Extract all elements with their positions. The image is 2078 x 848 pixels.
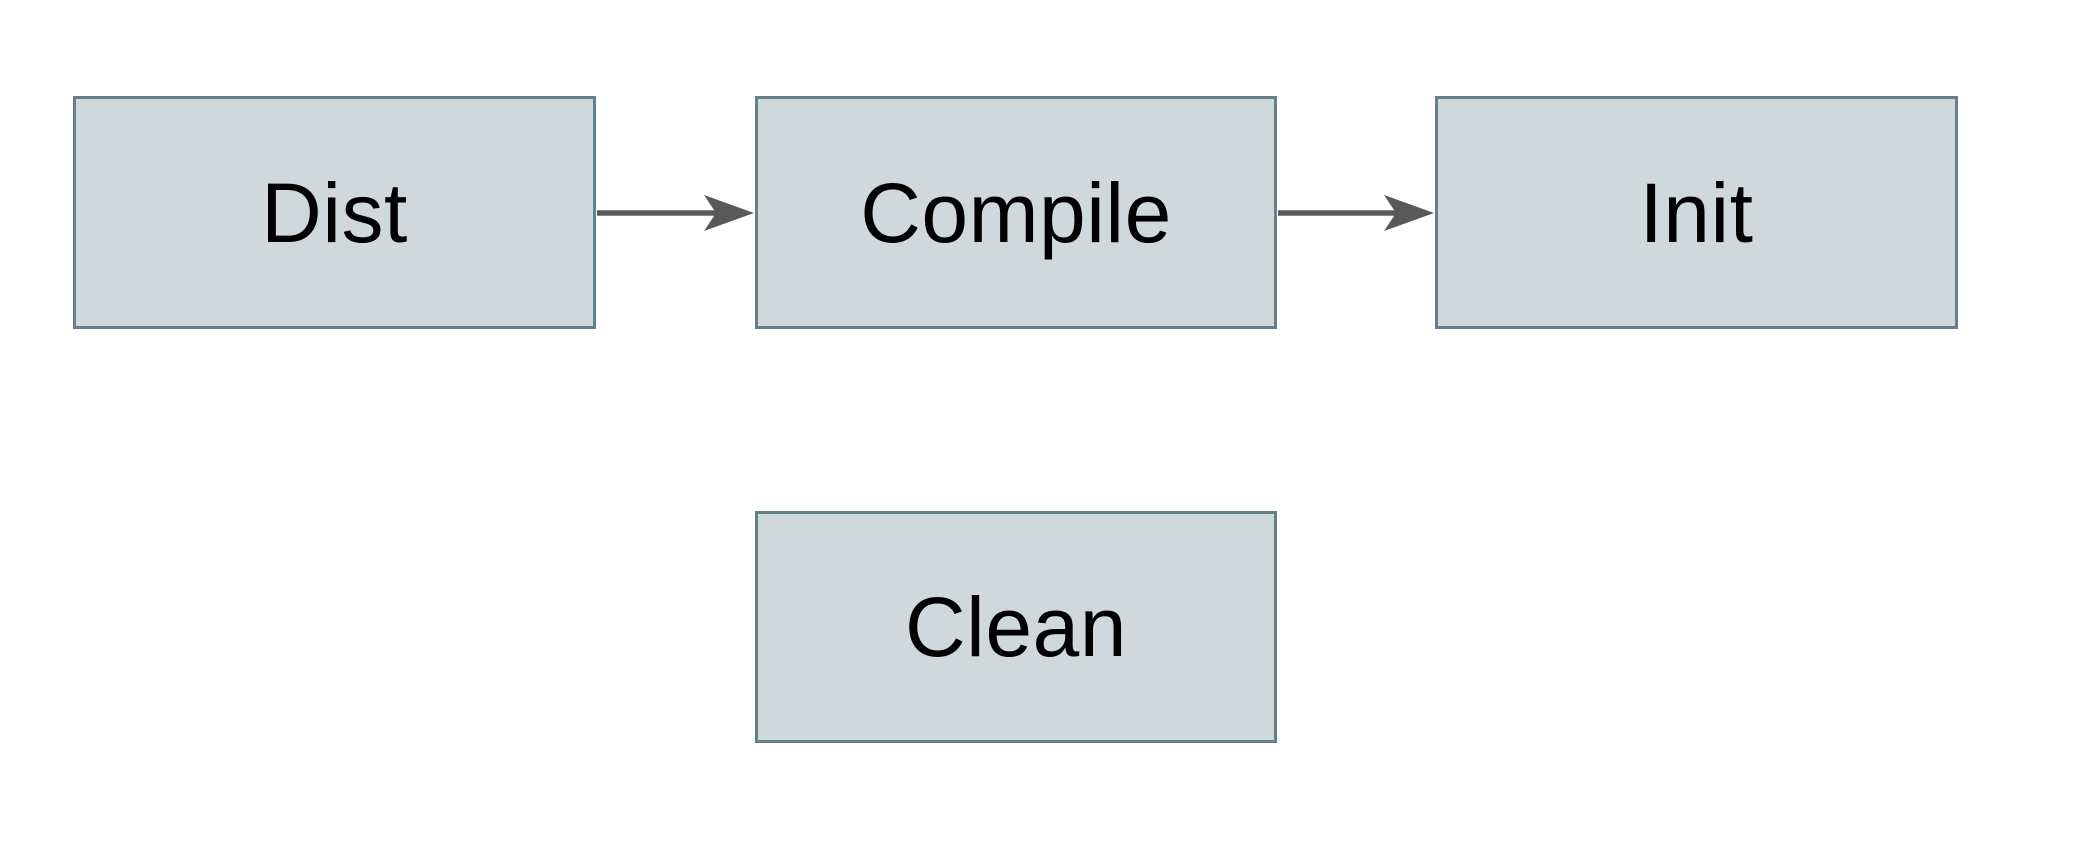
node-compile-label: Compile bbox=[860, 165, 1172, 260]
node-init[interactable]: Init bbox=[1435, 96, 1958, 329]
node-dist[interactable]: Dist bbox=[73, 96, 596, 329]
node-dist-label: Dist bbox=[261, 165, 408, 260]
node-clean-label: Clean bbox=[905, 580, 1127, 674]
node-compile[interactable]: Compile bbox=[755, 96, 1277, 329]
node-clean[interactable]: Clean bbox=[755, 511, 1277, 743]
node-init-label: Init bbox=[1639, 165, 1754, 260]
